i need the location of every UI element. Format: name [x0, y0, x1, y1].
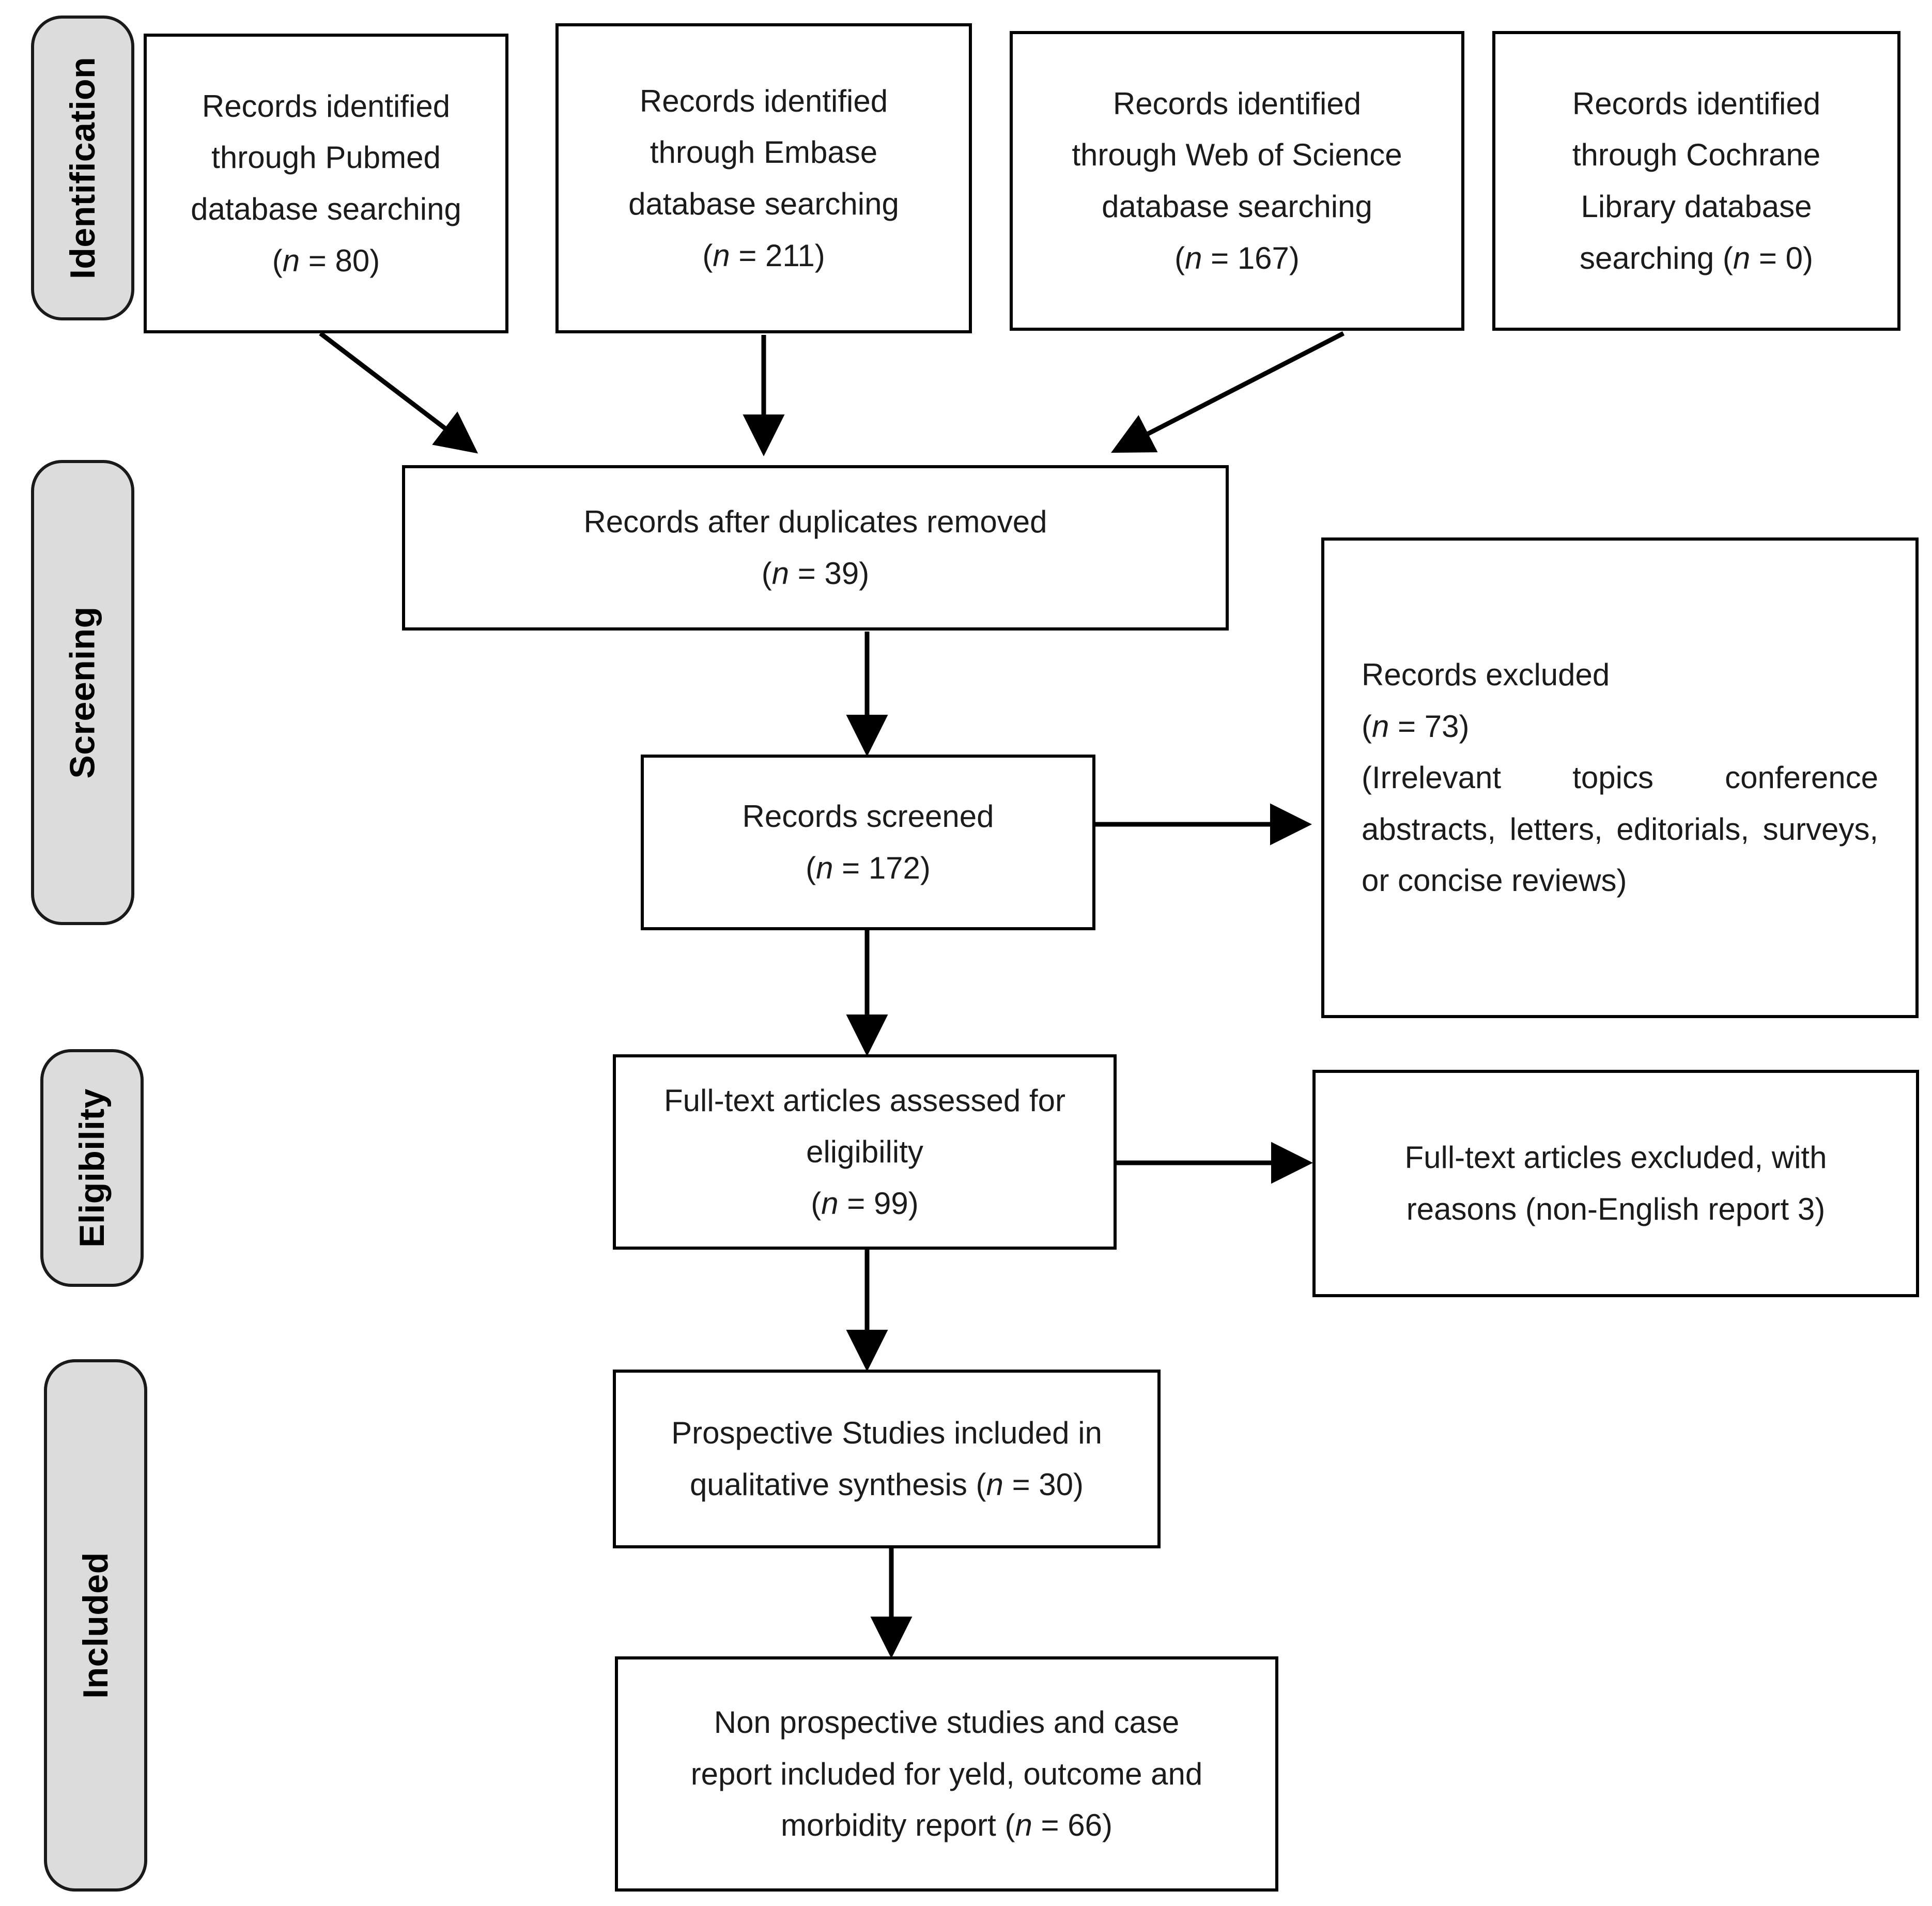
stage-pill-screening: Screening: [31, 460, 134, 925]
box-prospective-included: Prospective Studies included in qualitat…: [613, 1370, 1161, 1548]
stage-pill-included: Included: [44, 1359, 147, 1892]
box-embase-records: Records identified through Embase databa…: [555, 23, 972, 333]
arrow-webofscience-to-duplicates: [1110, 331, 1345, 453]
box-cochrane-records-text: Records identified through Cochrane Libr…: [1572, 86, 1821, 275]
stage-label-screening: Screening: [63, 606, 102, 779]
box-records-excluded: Records excluded (n = 73) (Irrelevant to…: [1321, 537, 1919, 1018]
box-duplicates-removed-text: Records after duplicates removed (n = 39…: [583, 504, 1047, 591]
box-nonprospective-included: Non prospective studies and case report …: [615, 1656, 1278, 1892]
box-fulltext-excluded-text: Full-text articles excluded, with reason…: [1404, 1140, 1827, 1226]
box-nonprospective-included-text: Non prospective studies and case report …: [690, 1705, 1203, 1843]
box-records-excluded-text: Records excluded (n = 73) (Irrelevant to…: [1362, 657, 1878, 898]
box-pubmed-records-text: Records identified through Pubmed databa…: [191, 88, 461, 278]
box-fulltext-assessed: Full-text articles assessed for eligibil…: [613, 1054, 1117, 1250]
box-pubmed-records: Records identified through Pubmed databa…: [144, 34, 508, 333]
box-duplicates-removed: Records after duplicates removed (n = 39…: [402, 465, 1229, 631]
stage-pill-identification: Identification: [31, 16, 134, 320]
box-records-screened-text: Records screened (n = 172): [742, 799, 994, 885]
stage-label-included: Included: [76, 1552, 116, 1699]
box-embase-records-text: Records identified through Embase databa…: [628, 83, 899, 273]
box-prospective-included-text: Prospective Studies included in qualitat…: [671, 1416, 1102, 1502]
box-fulltext-assessed-text: Full-text articles assessed for eligibil…: [664, 1083, 1065, 1221]
box-fulltext-excluded: Full-text articles excluded, with reason…: [1312, 1070, 1919, 1297]
stage-label-eligibility: Eligibility: [72, 1088, 112, 1248]
arrow-pubmed-to-duplicates: [319, 331, 478, 454]
stage-label-identification: Identification: [63, 56, 103, 280]
stage-pill-eligibility: Eligibility: [40, 1049, 144, 1287]
box-webofscience-records: Records identified through Web of Scienc…: [1010, 31, 1464, 331]
box-webofscience-records-text: Records identified through Web of Scienc…: [1072, 86, 1402, 275]
box-cochrane-records: Records identified through Cochrane Libr…: [1492, 31, 1900, 331]
box-records-screened: Records screened (n = 172): [641, 755, 1095, 930]
